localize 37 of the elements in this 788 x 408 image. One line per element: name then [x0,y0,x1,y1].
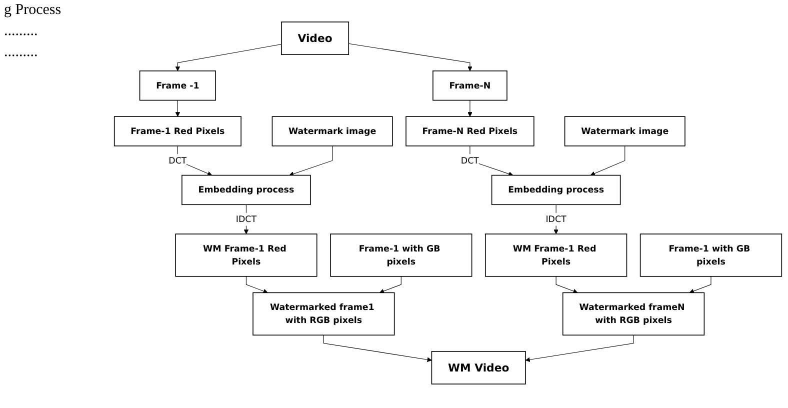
node-box: Frame-N Red Pixels [406,116,534,146]
arrow [590,146,626,176]
edge-label: DCT [460,155,479,166]
node-box: Frame-N [432,70,508,101]
node-box: Watermarked frameN with RGB pixels [562,292,705,336]
arrow [323,334,432,362]
node-box: Watermark image [272,116,393,146]
arrow [689,276,712,294]
ellipsis-text: ......... [4,23,39,40]
node-box: WM Frame-1 Red Pixels [484,234,628,277]
arrow [177,146,212,176]
node-box: Watermarked frame1 with RGB pixels [252,292,395,336]
node-box: Watermark image [564,116,686,146]
arrow [348,43,472,72]
arrow [468,100,472,117]
node-box: Video [281,22,350,55]
node-box: WM Frame-1 Red Pixels [175,234,318,277]
node-box: Frame -1 [139,70,216,101]
node-box: Frame-1 with GB pixels [640,234,782,277]
node-box: Frame-1 with GB pixels [330,234,472,277]
edge-label: DCT [168,155,187,166]
node-box: WM Video [431,351,526,384]
node-box: Embedding process [182,174,311,206]
title-fragment: g Process [4,2,62,19]
node-box: Embedding process [491,174,621,206]
arrow [556,276,578,294]
arrow [470,146,514,176]
node-box: Frame-1 Red Pixels [114,116,242,146]
ellipsis-text: ......... [4,44,39,61]
edge-label: IDCT [236,214,257,224]
edge-label: IDCT [546,214,566,224]
arrow [379,276,402,294]
arrow [246,276,268,294]
arrow [289,146,333,176]
arrow [525,334,634,362]
arrow [175,44,282,72]
arrow [175,100,180,117]
